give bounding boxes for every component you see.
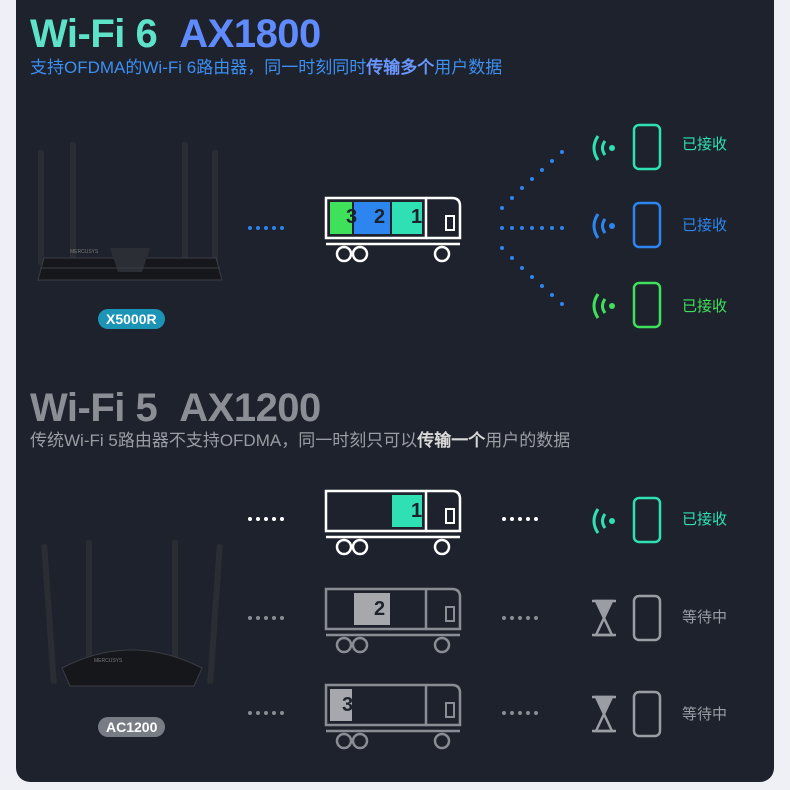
wifi5-subtitle-emphasis: 传输一个 (417, 431, 486, 450)
wifi-signal-icon (592, 293, 615, 319)
smartphone-icon (632, 496, 662, 544)
wifi6-title-standard: Wi-Fi 6 (30, 12, 158, 56)
connector-dots (248, 711, 284, 715)
connector-dots (502, 517, 538, 521)
wifi5-subtitle-text-end: 用户的数据 (485, 431, 571, 450)
connector-dots (502, 616, 538, 620)
device-row-receiving (592, 496, 662, 544)
packet-2-label: 2 (374, 206, 386, 228)
wifi5-title-speed: AX1200 (179, 386, 321, 430)
truck-multi-packet (324, 196, 462, 263)
truck-waiting (324, 587, 462, 654)
wifi5-title: Wi-Fi 5 AX1200 (30, 388, 321, 428)
device-status-2: 已接收 (682, 217, 728, 234)
wifi6-subtitle-emphasis: 传输多个 (366, 58, 435, 77)
smartphone-icon (632, 123, 662, 171)
router-x5000r-image: MERCUSYS (37, 142, 223, 281)
wifi5-title-standard: Wi-Fi 5 (30, 386, 158, 430)
wifi6-title: Wi-Fi 6 AX1800 (30, 14, 321, 54)
router-ac1200-image: MERCUSYS (41, 540, 223, 687)
connector-dots (248, 226, 284, 230)
router-model-badge: AC1200 (98, 717, 166, 737)
connector-dots (502, 711, 538, 715)
truck-active (324, 489, 462, 556)
wifi5-subtitle: 传统Wi-Fi 5路由器不支持OFDMA，同一时刻只可以传输一个用户的数据 (30, 432, 570, 449)
wifi-signal-icon (592, 508, 615, 534)
smartphone-icon (632, 201, 662, 249)
svg-text:MERCUSYS: MERCUSYS (94, 658, 123, 664)
connector-dots (248, 517, 284, 521)
wifi6-subtitle: 支持OFDMA的Wi-Fi 6路由器，同一时刻同时传输多个用户数据 (30, 59, 502, 76)
wifi-signal-icon (592, 135, 615, 161)
connector-dots (248, 616, 284, 620)
wifi6-title-speed: AX1800 (179, 12, 321, 56)
device-row-2 (592, 201, 662, 249)
packet-3-label: 3 (346, 206, 358, 228)
device-row-3 (592, 281, 662, 329)
packet-3-label: 3 (342, 694, 354, 716)
hourglass-icon (592, 599, 616, 637)
device-row-waiting-1 (592, 594, 662, 642)
device-status-waiting-1: 等待中 (682, 609, 728, 626)
smartphone-icon (632, 281, 662, 329)
packet-2-label: 2 (374, 598, 386, 620)
svg-text:MERCUSYS: MERCUSYS (70, 249, 99, 255)
device-status-1: 已接收 (682, 136, 728, 153)
packet-1-label: 1 (411, 500, 423, 522)
hourglass-icon (592, 695, 616, 733)
fanout-dots (500, 150, 564, 306)
wifi6-subtitle-text: 支持OFDMA的Wi-Fi 6路由器，同一时刻同时 (30, 58, 367, 77)
wifi5-subtitle-text: 传统Wi-Fi 5路由器不支持OFDMA，同一时刻只可以 (30, 431, 418, 450)
wifi-signal-icon (592, 213, 615, 239)
device-status-waiting-2: 等待中 (682, 706, 728, 723)
wifi6-subtitle-text-end: 用户数据 (434, 58, 503, 77)
smartphone-icon (632, 594, 662, 642)
truck-waiting (324, 683, 462, 750)
router-model-badge: X5000R (98, 309, 165, 329)
packet-1-label: 1 (411, 206, 423, 228)
device-status-received: 已接收 (682, 511, 728, 528)
device-row-waiting-2 (592, 690, 662, 738)
device-status-3: 已接收 (682, 298, 728, 315)
smartphone-icon (632, 690, 662, 738)
device-row-1 (592, 123, 662, 171)
